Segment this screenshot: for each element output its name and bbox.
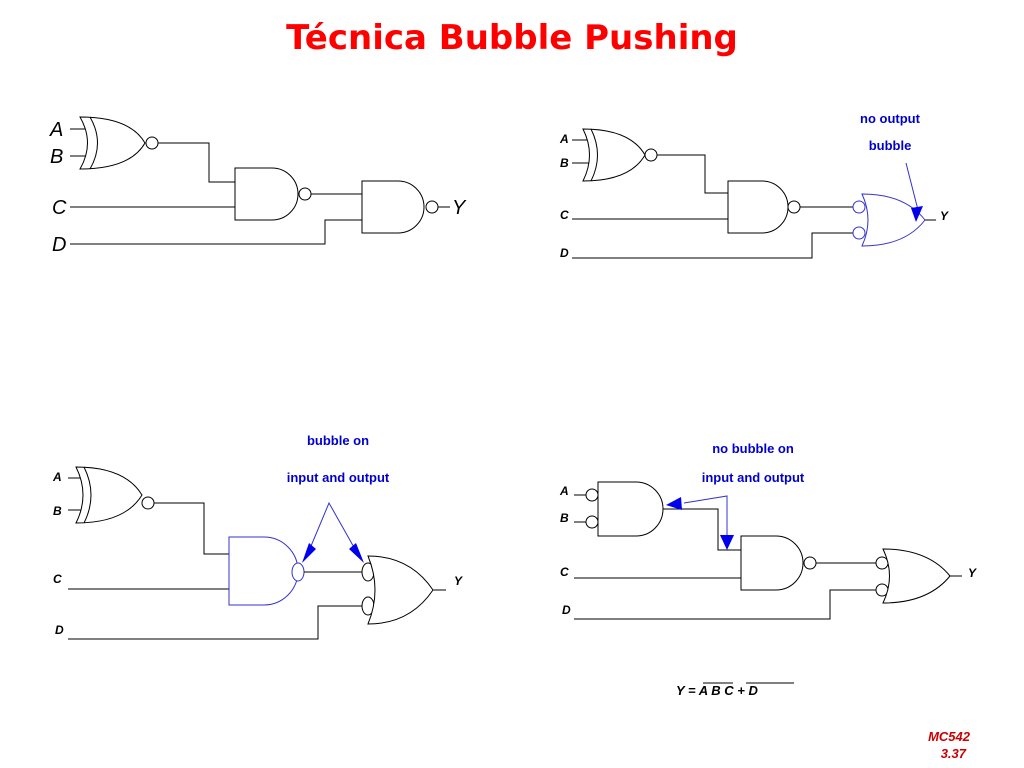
c2-nand-gate — [727, 180, 789, 234]
c2-label-c: C — [560, 208, 569, 222]
c1-label-y: Y — [452, 197, 467, 219]
c3-label-d: D — [55, 623, 64, 637]
c1-label-d: D — [52, 234, 66, 256]
c1-label-c: C — [52, 197, 67, 219]
c1-wire-d — [70, 219, 362, 245]
c4-label-d: D — [562, 603, 571, 617]
c4-and-input-bubble-1 — [585, 488, 599, 502]
c2-or-gate — [861, 193, 926, 247]
c2-or-input-bubble-2 — [852, 226, 866, 240]
c2-note-arrowhead — [911, 206, 923, 222]
c3-label-c: C — [53, 572, 62, 586]
c3-wire-nor-to-and — [154, 502, 229, 555]
c3-and-output-bubble — [291, 562, 305, 582]
c4-label-y: Y — [968, 566, 977, 580]
c4-label-b: B — [560, 511, 569, 525]
c1-nor-bubble — [145, 136, 159, 150]
c2-wire-ab — [572, 139, 590, 164]
c1-label-b: B — [50, 146, 63, 168]
c2-nor-gate — [582, 128, 646, 182]
circuit-4-no-bubble-input-output: A B C D Y no bubble on input and output — [559, 441, 977, 620]
circuit-1-original: A B C D Y — [49, 116, 467, 256]
c1-nor-back-curve — [89, 116, 98, 170]
c2-note-arrow-line — [905, 162, 919, 211]
c2-label-a: A — [559, 132, 569, 146]
c3-note-line-2: input and output — [287, 470, 390, 485]
footer-course: MC542 — [928, 729, 971, 744]
c3-nor-gate — [75, 466, 143, 524]
c4-wire-d — [574, 589, 876, 620]
c4-wire-ab — [574, 494, 586, 523]
c3-label-y: Y — [454, 574, 463, 588]
c1-label-a: A — [49, 119, 63, 141]
c3-note-line-1: bubble on — [307, 433, 369, 448]
c4-note-arrow-lines — [683, 495, 728, 540]
c1-out-bubble — [425, 200, 439, 214]
c3-note-arrow-lines — [305, 501, 361, 559]
footer-page: 3.37 — [941, 746, 967, 761]
c4-nand-gate — [740, 535, 804, 591]
c3-or-gate — [367, 555, 434, 625]
c4-label-c: C — [560, 565, 569, 579]
c2-wire-d — [572, 232, 853, 259]
c4-and-input-bubble-2 — [585, 515, 599, 529]
slide-title: Técnica Bubble Pushing — [286, 18, 738, 58]
c2-label-b: B — [560, 156, 569, 170]
c2-label-d: D — [560, 246, 569, 260]
c4-note-arrowhead-down — [720, 535, 734, 550]
c2-nor-back-curve — [590, 128, 598, 182]
c4-nand-bubble — [803, 556, 817, 570]
c2-nor-bubble — [644, 148, 658, 162]
boolean-equation: Y = A B C + D — [676, 682, 794, 698]
c1-nand-gate — [234, 167, 299, 221]
c4-label-a: A — [559, 484, 569, 498]
c4-or-input-bubble-1 — [875, 556, 889, 570]
c3-and-gate — [228, 536, 299, 606]
c3-note-arrowhead-left — [302, 543, 316, 563]
c4-note-arrowhead-left — [666, 497, 682, 510]
c2-note-line-1: no output — [860, 111, 921, 126]
c2-label-y: Y — [940, 209, 949, 223]
c4-wire-and-to-nand — [663, 508, 741, 551]
c4-and-gate — [597, 481, 664, 537]
c4-note-line-1: no bubble on — [712, 441, 794, 456]
c1-out-nand-gate — [361, 180, 425, 234]
c3-note-arrowhead-right — [349, 543, 364, 563]
slide-footer: MC542 3.37 — [928, 729, 971, 761]
c2-or-input-bubble-1 — [852, 200, 866, 214]
equation-text: Y = A B C + D — [676, 683, 758, 698]
c2-wire-nor-to-nand — [657, 154, 728, 194]
c2-note-line-2: bubble — [869, 138, 912, 153]
c1-nand-bubble — [298, 187, 312, 201]
circuit-2-no-output-bubble: A B C D Y no output bubble — [559, 111, 949, 260]
c3-nor-back-curve — [83, 466, 92, 524]
c1-nor-gate — [79, 116, 146, 170]
c2-nand-bubble — [787, 200, 801, 214]
c1-wire-ab — [70, 128, 88, 157]
c4-note-line-2: input and output — [702, 470, 805, 485]
c3-label-a: A — [52, 470, 62, 484]
c1-wire-nor-to-nand — [158, 142, 235, 183]
circuit-3-bubble-input-output: A B C D Y bubble on input and output — [52, 433, 463, 640]
c4-or-gate — [882, 548, 951, 604]
c3-wire-d — [68, 605, 362, 640]
c3-nor-bubble — [141, 496, 155, 510]
c3-label-b: B — [53, 504, 62, 518]
